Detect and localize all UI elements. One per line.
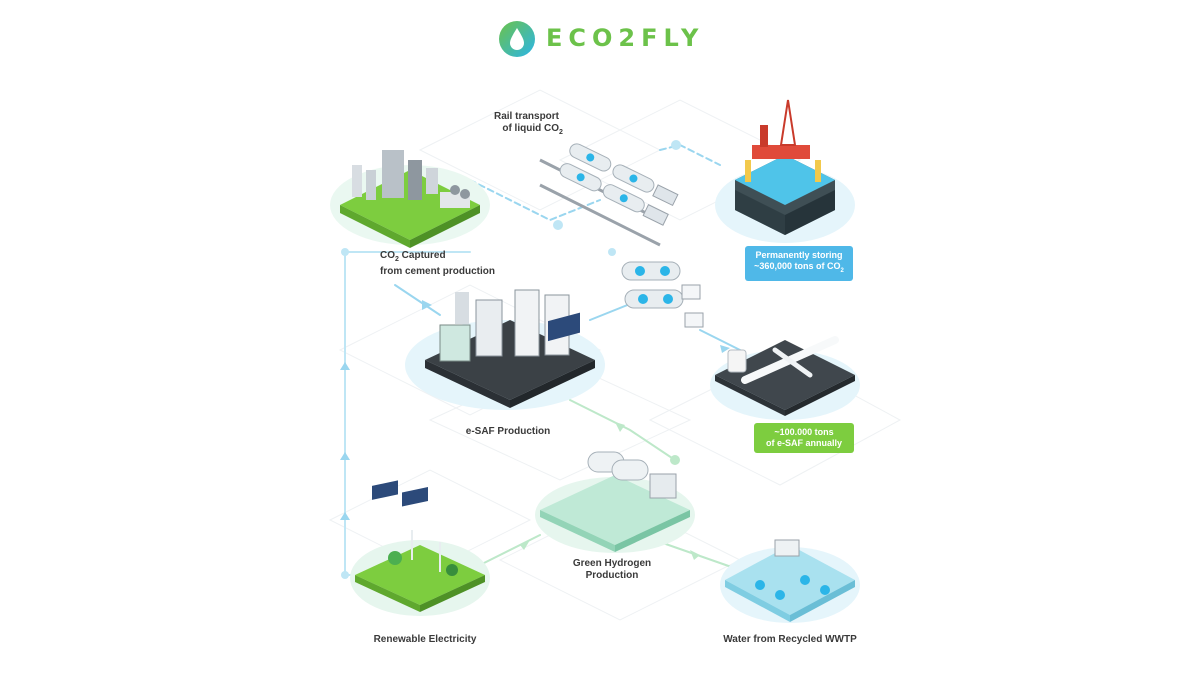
water-treatment-illustration	[720, 539, 860, 623]
flow-arrows	[340, 300, 730, 560]
rail-tanker-illustration	[539, 143, 679, 247]
esaf-output-badge: ~100.000 tons of e-SAF annually	[754, 423, 854, 453]
airport-illustration	[710, 336, 860, 420]
storage-badge: Permanently storing ~360,000 tons of CO2	[745, 246, 853, 281]
truck-tanker-illustration	[621, 261, 704, 328]
brand-name: ECO2FLY	[546, 24, 705, 52]
renewable-energy-illustration	[350, 480, 490, 616]
co2-captured-label: CO2 Captured from cement production	[380, 250, 496, 277]
logo-icon	[499, 21, 535, 57]
water-recycled-label: Water from Recycled WWTP	[723, 634, 857, 645]
brand-logo: ECO2FLY	[498, 20, 708, 58]
green-hydrogen-label: Green Hydrogen Production	[572, 558, 652, 581]
esaf-plant-illustration	[405, 289, 605, 410]
cement-plant-illustration	[330, 150, 490, 248]
rail-transport-label: Rail transport of liquid CO2	[494, 111, 563, 136]
hydrogen-plant-illustration	[535, 312, 695, 553]
offshore-storage-illustration	[715, 99, 855, 243]
esaf-production-label: e-SAF Production	[465, 426, 551, 437]
renewable-electricity-label: Renewable Electricity	[373, 634, 477, 645]
